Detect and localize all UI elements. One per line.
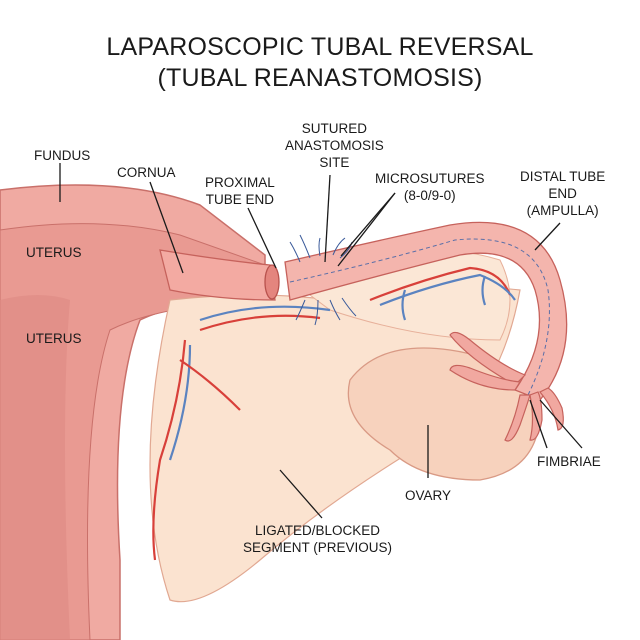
label-cornua: CORNUA — [117, 165, 176, 180]
label-uterus-lower: UTERUS — [26, 331, 82, 346]
label-line: TUBE END — [205, 192, 275, 207]
label-line: SUTURED — [301, 121, 368, 136]
title-line-1: LAPAROSCOPIC TUBAL REVERSAL — [106, 33, 534, 61]
uterus-cavity — [0, 295, 70, 640]
label-fimbriae: FIMBRIAE — [537, 454, 601, 469]
tube-lumen — [289, 238, 550, 396]
proximal-tube-end — [264, 264, 280, 300]
label-fundus: FUNDUS — [34, 148, 91, 163]
label-line: END — [548, 186, 577, 201]
label-line: SITE — [319, 155, 350, 170]
label-line: PROXIMAL — [205, 175, 275, 190]
label-microsutures: MICROSUTURES (8-0/9-0) — [375, 170, 485, 204]
proximal-tube — [159, 249, 276, 301]
label-ovary: OVARY — [405, 488, 452, 503]
label-line: SEGMENT (PREVIOUS) — [243, 540, 393, 555]
title-line-2: (TUBAL REANASTOMOSIS) — [157, 64, 483, 92]
label-line: (8-0/9-0) — [403, 188, 456, 203]
label-line: (AMPULLA) — [526, 203, 599, 218]
label-line: MICROSUTURES — [375, 171, 485, 186]
label-sutured-anastomosis-site: SUTURED ANASTOMOSIS SITE — [285, 120, 384, 171]
label-line: ANASTOMOSIS — [285, 138, 384, 153]
label-line: DISTAL TUBE — [520, 169, 606, 184]
label-distal-tube-end: DISTAL TUBE END (AMPULLA) — [520, 168, 605, 219]
leader-lines — [59, 163, 583, 519]
label-proximal-tube-end: PROXIMAL TUBE END — [205, 174, 275, 208]
label-line: LIGATED/BLOCKED — [254, 523, 381, 538]
label-uterus-upper: UTERUS — [26, 245, 82, 260]
blood-vessels — [152, 266, 516, 561]
label-ligated-segment: LIGATED/BLOCKED SEGMENT (PREVIOUS) — [243, 522, 392, 556]
